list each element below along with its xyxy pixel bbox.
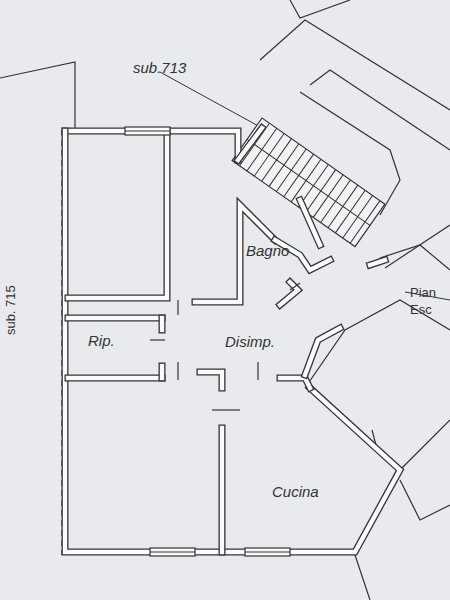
wall [68, 375, 162, 382]
wall-fill [65, 131, 400, 552]
wall [305, 328, 340, 375]
walls [65, 128, 400, 552]
stair-step [350, 201, 380, 244]
area-label: Pian [410, 286, 436, 300]
wall-fill [370, 260, 385, 265]
wall [68, 315, 162, 322]
wall [159, 318, 166, 330]
wall-fill [300, 200, 320, 245]
wall [280, 282, 298, 305]
wall-fill [238, 128, 262, 160]
wall-fill [305, 328, 340, 375]
wall [200, 372, 222, 388]
room-label: Bagno [246, 243, 289, 260]
wall [159, 366, 166, 378]
wall [68, 131, 167, 298]
wall-fill [220, 428, 224, 552]
wall [280, 378, 310, 388]
wall-fill [280, 378, 310, 388]
wall-fill [68, 131, 167, 298]
wall-fill [160, 318, 164, 330]
wall [238, 128, 262, 160]
area-label: Esc [410, 303, 432, 317]
room-label: Cucina [272, 484, 319, 501]
staircase [232, 118, 385, 247]
unit-label: sub. 715 [4, 285, 18, 335]
wall-fill [280, 282, 298, 305]
wall [300, 200, 320, 245]
room-label: Disimp. [225, 334, 275, 351]
wall-fill [200, 372, 222, 388]
unit-label: sub.713 [133, 60, 186, 77]
wall-fill [68, 376, 162, 380]
wall [219, 428, 226, 552]
wall [370, 260, 385, 265]
wall-fill [160, 366, 164, 378]
room-label: Rip. [88, 333, 115, 350]
wall [65, 131, 400, 552]
wall-fill [68, 316, 162, 320]
